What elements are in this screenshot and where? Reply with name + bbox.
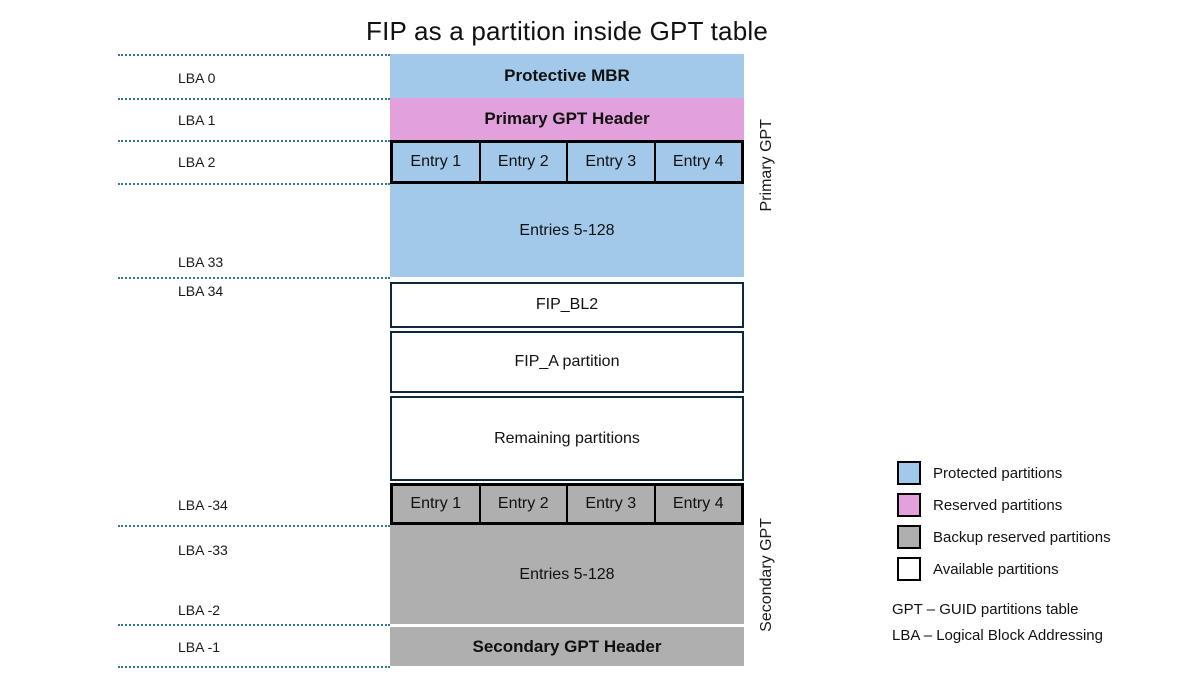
block-protective-mbr: Protective MBR [390,54,744,98]
legend-label: Protected partitions [933,464,1063,482]
lba-label-neg2: LBA -2 [178,602,221,618]
primary-gpt-text: Primary GPT [758,119,775,212]
side-label-secondary-gpt: Secondary GPT [748,483,786,666]
side-label-primary-gpt: Primary GPT [748,54,786,277]
lba-label-neg34: LBA -34 [178,497,228,513]
legend-label: Backup reserved partitions [933,528,1111,546]
secondary-entry-1: Entry 1 [393,486,481,522]
diagram-title: FIP as a partition inside GPT table [365,16,769,46]
dotted-line [118,277,390,279]
block-primary-entry-row: Entry 1 Entry 2 Entry 3 Entry 4 [390,140,744,184]
footnote-lba: LBA – Logical Block Addressing [892,627,1103,644]
dotted-line [118,54,390,56]
lba-label-neg1: LBA -1 [178,639,221,655]
footnote-gpt: GPT – GUID partitions table [892,601,1079,618]
block-primary-entries-rest: Entries 5-128 [390,184,744,277]
backup-reserved-swatch [897,525,921,549]
primary-entry-1: Entry 1 [393,143,481,181]
block-remaining-partitions: Remaining partitions [390,396,744,481]
dotted-line [118,624,390,626]
lba-label-neg33: LBA -33 [178,542,228,558]
block-primary-gpt-header: Primary GPT Header [390,98,744,140]
block-secondary-gpt-header: Secondary GPT Header [390,627,744,666]
primary-entry-4: Entry 4 [672,153,724,170]
dotted-line [118,525,390,527]
legend-label: Reserved partitions [933,496,1063,514]
legend-item-protected: Protected partitions [897,461,1111,485]
lba-label-0: LBA 0 [178,70,216,86]
reserved-swatch [897,493,921,517]
legend-item-backup-reserved: Backup reserved partitions [897,525,1111,549]
legend-item-reserved: Reserved partitions [897,493,1111,517]
block-fip-a-partition: FIP_A partition [390,331,744,393]
legend-item-available: Available partitions [897,557,1111,581]
lba-label-2: LBA 2 [178,154,216,170]
primary-entry-2: Entry 2 [481,143,568,181]
secondary-entry-2: Entry 2 [481,486,568,522]
legend: Protected partitions Reserved partitions… [897,461,1111,581]
secondary-entry-3: Entry 3 [568,486,656,522]
legend-label: Available partitions [933,560,1059,578]
dotted-line [118,183,390,185]
secondary-gpt-text: Secondary GPT [758,517,775,632]
dotted-line [118,666,390,668]
block-secondary-entry-row: Entry 1 Entry 2 Entry 3 Entry 4 [390,483,744,525]
lba-label-34: LBA 34 [178,283,224,299]
available-swatch [897,557,921,581]
secondary-entry-4: Entry 4 [672,495,724,512]
lba-label-33: LBA 33 [178,254,224,270]
protected-swatch [897,461,921,485]
dotted-line [118,98,390,100]
block-secondary-entries-rest: Entries 5-128 [390,525,744,624]
block-fip-bl2: FIP_BL2 [390,282,744,328]
dotted-line [118,140,390,142]
lba-label-1: LBA 1 [178,112,216,128]
primary-entry-3: Entry 3 [568,143,656,181]
